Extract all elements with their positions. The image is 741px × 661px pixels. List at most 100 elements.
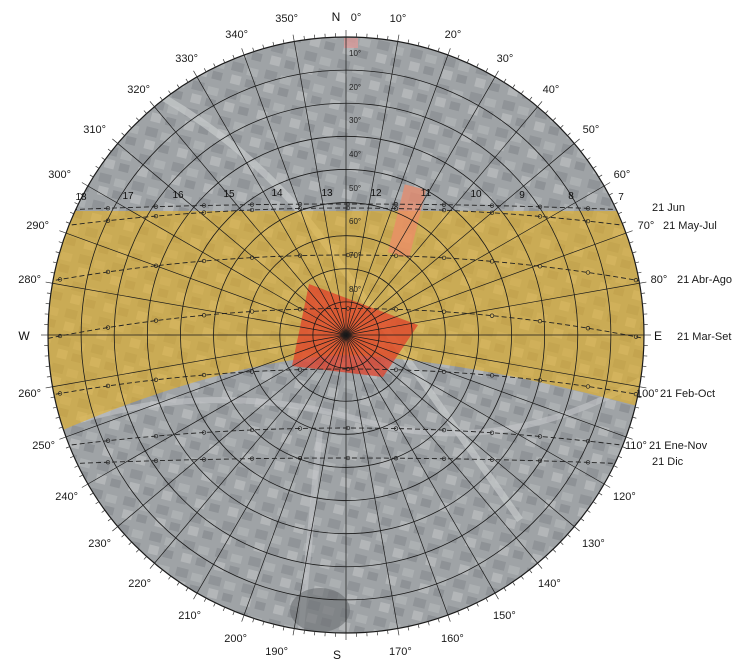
hour-label: 10 (470, 189, 482, 200)
azimuth-tick (603, 182, 611, 187)
azimuth-label: 320° (127, 84, 150, 96)
date-label: 21 Mar-Set (677, 331, 731, 343)
sun-path-curves (48, 201, 644, 467)
azimuth-tick (59, 230, 67, 234)
sun-position-marker (585, 438, 591, 444)
azimuth-tick (560, 541, 564, 546)
azimuth-tick (618, 455, 623, 459)
azimuth-label: 0° (351, 12, 362, 24)
azimuth-tick (185, 78, 189, 83)
azimuth-tick (46, 376, 51, 378)
sun-position-marker (57, 461, 63, 467)
azimuth-tick (193, 70, 198, 78)
azimuth-label: 290° (26, 220, 49, 232)
azimuth-tick (52, 406, 57, 409)
azimuth-tick (303, 35, 305, 40)
azimuth-label: 150° (493, 610, 516, 622)
sun-position-marker (345, 205, 351, 211)
date-label: 21 Jun (652, 202, 685, 214)
sun-position-marker (537, 434, 543, 439)
azimuth-tick (262, 44, 265, 49)
sun-position-marker (201, 258, 207, 264)
sun-position-marker (105, 438, 111, 443)
sun-position-marker (345, 306, 351, 311)
azimuth-label: 200° (224, 633, 247, 645)
azimuth-line (345, 232, 627, 336)
azimuth-tick (637, 396, 642, 399)
azimuth-tick (407, 626, 410, 631)
altitude-label: 30° (349, 116, 361, 125)
azimuth-tick (567, 534, 571, 538)
azimuth-tick (213, 602, 216, 607)
azimuth-tick (121, 132, 125, 136)
azimuth-label: 220° (128, 578, 151, 590)
azimuth-tick (387, 630, 389, 635)
azimuth-label: 20° (445, 29, 462, 41)
azimuth-tick (222, 607, 226, 612)
sun-position-marker (441, 255, 447, 261)
hour-label: 8 (568, 191, 574, 202)
azimuth-label: 190° (265, 646, 288, 658)
sun-position-marker (153, 458, 159, 463)
sun-position-marker (249, 255, 255, 260)
west-label: W (18, 329, 30, 343)
azimuth-line (345, 334, 605, 485)
azimuth-tick (592, 501, 597, 505)
sun-position-marker (105, 269, 111, 275)
sun-position-marker (393, 307, 399, 312)
sun-position-marker (345, 366, 351, 372)
azimuth-tick (74, 202, 79, 205)
azimuth-line (52, 282, 347, 336)
azimuth-tick (149, 563, 155, 569)
sun-position-marker (393, 426, 399, 431)
sun-position-marker (489, 373, 495, 378)
sun-position-marker (633, 334, 639, 339)
azimuth-tick (185, 587, 189, 592)
sun-position-marker (105, 325, 111, 330)
sun-position-marker (585, 326, 591, 331)
azimuth-tick (79, 474, 84, 478)
sun-position-marker (201, 457, 207, 462)
azimuth-tick (457, 54, 460, 59)
sun-position-marker (249, 309, 255, 314)
sun-position-marker (105, 206, 111, 211)
sun-position-marker (153, 204, 159, 209)
sun-position-marker (345, 455, 351, 461)
azimuth-tick (520, 575, 524, 580)
azimuth-label: 130° (582, 538, 605, 550)
sun-position-marker (393, 206, 399, 211)
azimuth-label: 310° (83, 124, 106, 136)
azimuth-tick (629, 241, 634, 244)
azimuth-tick (107, 148, 112, 152)
azimuth-tick (128, 541, 132, 546)
azimuth-line (65, 232, 347, 336)
azimuth-label: 330° (175, 53, 198, 65)
sun-position-marker (345, 201, 351, 207)
azimuth-tick (437, 618, 440, 623)
azimuth-tick (608, 192, 613, 196)
hour-label: 17 (122, 191, 134, 202)
azimuth-tick (303, 630, 305, 635)
azimuth-tick (529, 96, 533, 101)
azimuth-tick (625, 436, 633, 440)
azimuth-line (196, 334, 347, 594)
azimuth-tick (159, 569, 163, 574)
altitude-label: 80° (349, 285, 361, 294)
sun-position-marker (489, 430, 495, 435)
sun-position-marker (441, 428, 447, 433)
date-label: 21 May-Jul (663, 220, 717, 232)
sun-position-marker (537, 378, 543, 383)
azimuth-tick (59, 436, 67, 440)
sun-position-marker (537, 319, 543, 324)
sun-position-marker (345, 425, 351, 431)
date-label: 21 Abr-Ago (677, 274, 732, 286)
azimuth-tick (629, 426, 634, 429)
hour-label: 12 (370, 188, 382, 199)
azimuth-tick (203, 68, 207, 73)
sun-position-marker (345, 252, 351, 258)
sun-position-marker (57, 444, 63, 449)
azimuth-label: 300° (48, 169, 71, 181)
azimuth-line (345, 143, 575, 336)
azimuth-line (345, 185, 605, 336)
azimuth-line (345, 282, 640, 336)
